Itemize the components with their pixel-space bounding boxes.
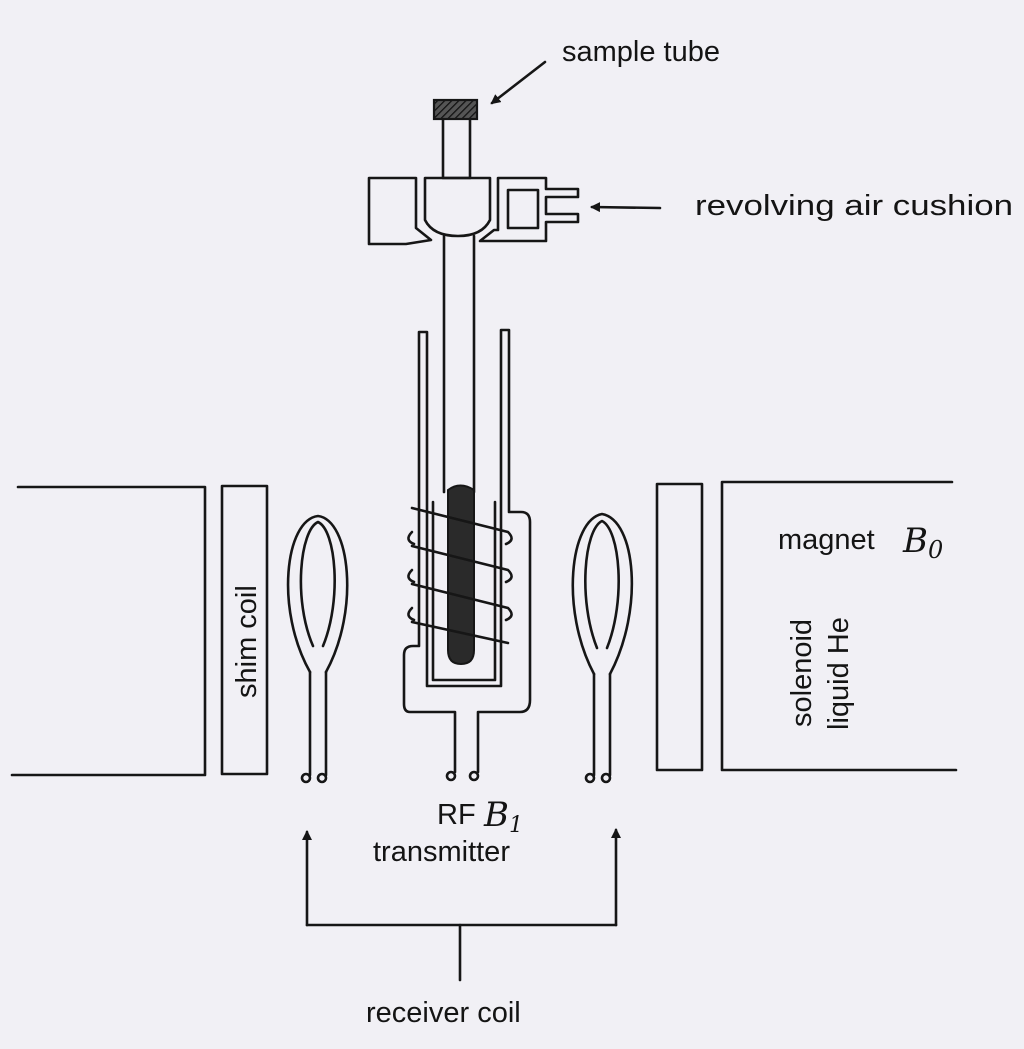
magnet-label: magnet xyxy=(778,524,875,556)
air-cushion-arrow xyxy=(590,202,662,213)
sample-tube-arrow xyxy=(490,60,547,105)
receiver-coil-right xyxy=(571,512,634,784)
b1-letter: B xyxy=(483,795,509,835)
shim-coil-right xyxy=(655,482,704,772)
b1-subscript: 1 xyxy=(509,813,523,838)
b0-letter: B xyxy=(902,521,928,561)
receiver-coil-label: receiver coil xyxy=(366,997,521,1029)
sample-tube-label: sample tube xyxy=(562,36,720,68)
receiver-coil-left xyxy=(286,514,349,784)
magnet-right xyxy=(720,480,958,772)
solenoid-label: solenoid xyxy=(786,619,818,727)
air-cushion-turbine xyxy=(367,176,580,246)
revolving-air-cushion-label: revolving air cushion xyxy=(695,190,1013,222)
b0-subscript: 0 xyxy=(928,536,943,564)
sample-liquid xyxy=(447,484,475,666)
sample-tube-cap xyxy=(432,98,479,121)
liquid-he-label: liquid He xyxy=(823,617,855,730)
transmitter-label: transmitter xyxy=(373,836,510,868)
shim-coil-label: shim coil xyxy=(231,585,263,698)
rf-label: RF xyxy=(437,799,476,831)
magnet-left xyxy=(10,485,207,777)
receiver-bracket xyxy=(302,828,621,982)
b0-symbol: B0 xyxy=(902,521,943,564)
b1-symbol: B1 xyxy=(483,795,523,838)
probe-housing xyxy=(402,328,532,782)
shim-coil-left xyxy=(220,484,269,776)
transmitter-coil xyxy=(407,506,513,645)
sample-tube xyxy=(432,98,479,666)
